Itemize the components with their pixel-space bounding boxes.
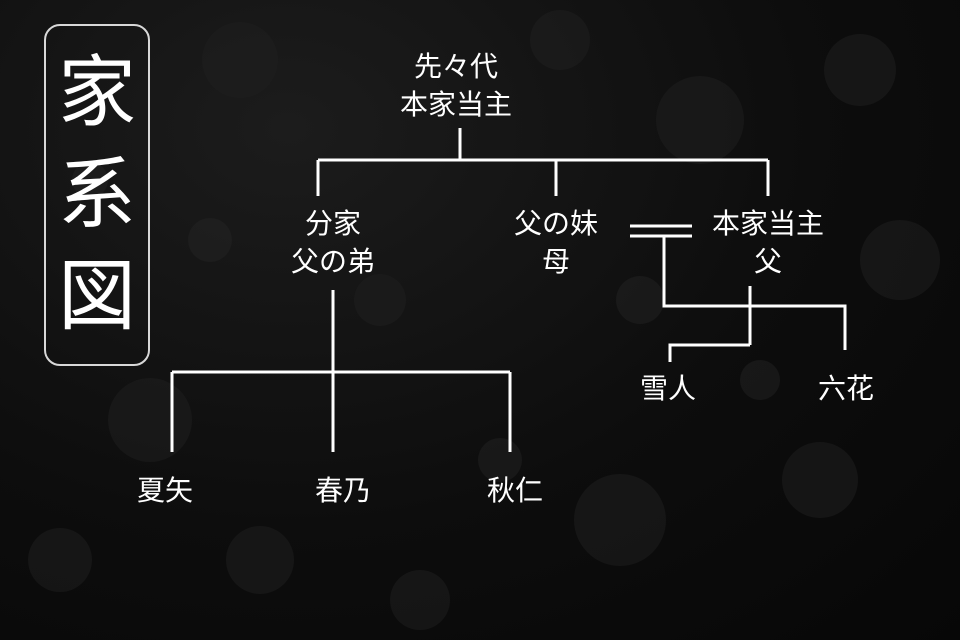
node-line: 本家当主: [711, 207, 825, 240]
title-char-3: 図: [57, 252, 136, 342]
node-mother: 父の妹 母: [514, 205, 598, 281]
node-line: 分家: [304, 207, 362, 240]
node-natsuya: 夏矢: [137, 472, 193, 510]
node-branch-uncle: 分家 父の弟: [291, 205, 375, 281]
title-char-2: 系: [57, 150, 136, 240]
node-line: 本家当主: [399, 88, 513, 121]
node-haruno: 春乃: [315, 472, 371, 510]
node-line: 雪人: [639, 372, 697, 405]
node-line: 夏矢: [136, 474, 194, 507]
title-char-1: 家: [57, 48, 136, 138]
node-line: 父の弟: [290, 245, 376, 278]
node-great-grandparent: 先々代 本家当主: [400, 48, 512, 124]
node-line: 父: [753, 245, 783, 278]
node-line: 秋仁: [486, 474, 544, 507]
node-line: 六花: [817, 372, 875, 405]
node-line: 先々代: [413, 50, 499, 83]
node-line: 春乃: [314, 474, 372, 507]
node-line: 母: [541, 245, 571, 278]
title-box: 家 系 図: [44, 24, 150, 366]
node-rikka: 六花: [818, 370, 874, 408]
connector-to-yukito: [668, 343, 750, 362]
node-line: 父の妹: [513, 207, 599, 240]
node-akihito: 秋仁: [487, 472, 543, 510]
connector-marriage-to-children: [662, 236, 847, 350]
node-father: 本家当主 父: [712, 205, 824, 281]
node-yukito: 雪人: [640, 370, 696, 408]
